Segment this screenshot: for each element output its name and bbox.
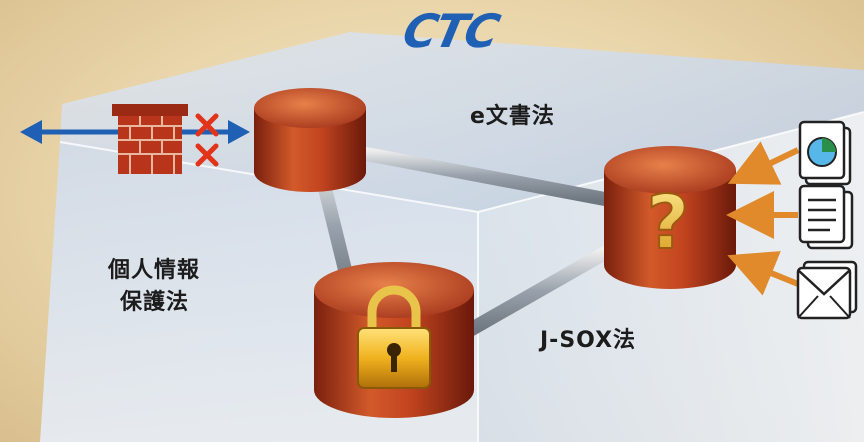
jsox-law-label: J-SOX法 <box>540 328 637 353</box>
envelope-icon <box>796 260 858 320</box>
input-arrows <box>726 141 800 296</box>
pie-chart-document-icon <box>798 120 852 186</box>
privacy-law-label-line1: 個人情報 <box>108 258 201 283</box>
pipe-top-to-question <box>338 143 617 207</box>
question-mark-icon: ? <box>647 180 690 266</box>
text-document-icon <box>798 184 854 250</box>
pipe-lock-to-question <box>463 243 617 337</box>
database-cylinder-question <box>604 146 736 289</box>
ctc-logo: CTC <box>398 4 503 58</box>
padlock-icon <box>357 285 431 389</box>
input-arrow-1 <box>727 141 800 185</box>
e-document-law-label: e文書法 <box>470 104 555 129</box>
input-arrow-3 <box>727 251 800 296</box>
database-cylinder-top <box>254 88 366 192</box>
privacy-law-label-line2: 保護法 <box>120 290 190 315</box>
blocked-x-icon <box>195 113 219 167</box>
firewall-icon <box>112 104 188 174</box>
